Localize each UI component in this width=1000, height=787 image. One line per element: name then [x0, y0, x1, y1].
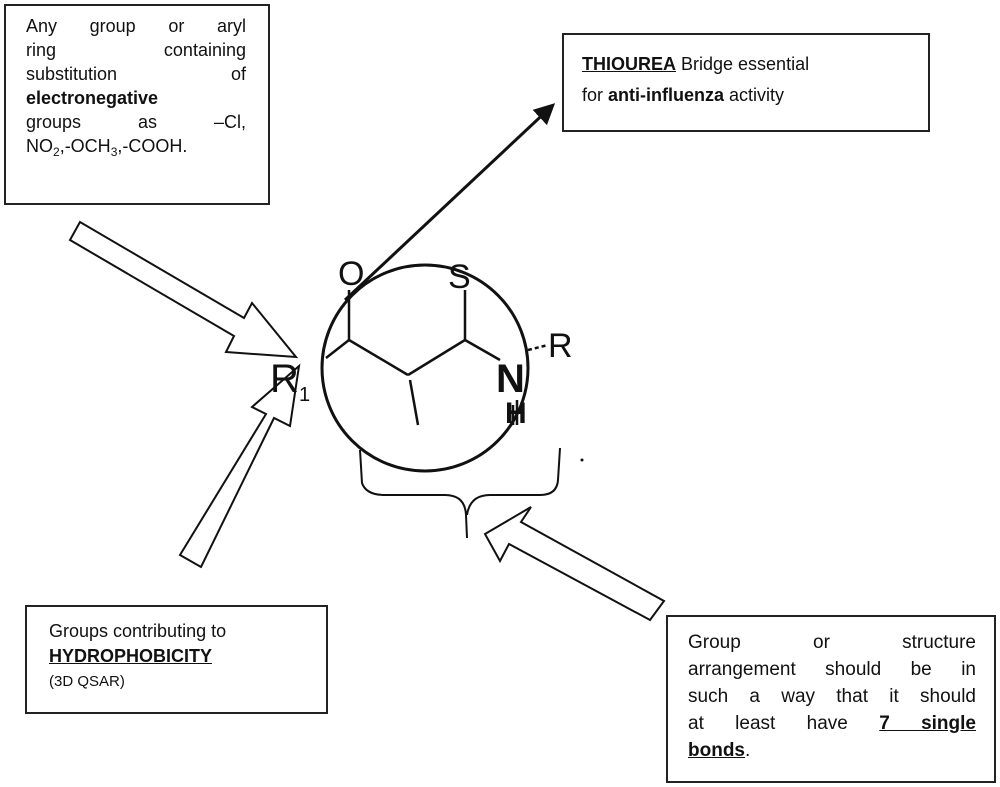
seven-single-keyword: 7 single	[879, 713, 976, 734]
thiourea-line-1: THIOUREA Bridge essential	[582, 54, 810, 74]
hydro-line-3: (3D QSAR)	[49, 673, 125, 690]
bonds-line-3: such a way that it should	[688, 686, 976, 707]
molecule-bonds	[325, 290, 549, 426]
r-group-label: R	[548, 327, 573, 365]
bonds-brace	[359, 447, 561, 539]
hydrogen-atom: H	[505, 397, 527, 430]
bonds-keyword: bonds	[688, 740, 745, 761]
aryl-line-1: Any group or aryl	[26, 16, 246, 36]
thiourea-bridge-circle	[320, 263, 530, 473]
single-bonds-box: Group or structure arrangement should be…	[666, 615, 996, 783]
hydrophobicity-box: Groups contributing to HYDROPHOBICITY (3…	[25, 605, 328, 714]
thiourea-pointer-arrow	[343, 103, 556, 302]
aryl-line-electronegative: electronegative	[26, 88, 159, 108]
bonds-line-2: arrangement should be in	[688, 659, 976, 680]
nitrogen-atom: N	[496, 357, 525, 401]
hydro-hollow-arrow	[178, 363, 301, 569]
stray-dot	[580, 458, 584, 462]
aryl-line-6: NO2,-OCH3,-COOH.	[26, 136, 188, 159]
thiourea-line-2: for anti-influenza activity	[582, 85, 785, 105]
hydrophobicity-keyword: HYDROPHOBICITY	[49, 646, 213, 666]
bonds-hollow-arrow	[483, 506, 666, 622]
aryl-line-3: substitution of	[26, 64, 246, 84]
aryl-hollow-arrow	[68, 220, 299, 359]
bonds-line-1: Group or structure	[688, 632, 976, 653]
thiourea-keyword: THIOUREA	[582, 54, 676, 74]
aryl-line-5: groups as –Cl,	[26, 112, 246, 132]
bonds-line-5: bonds.	[688, 740, 751, 761]
oxygen-atom: O	[338, 255, 364, 293]
hydro-line-1: Groups contributing to	[49, 621, 227, 641]
r1-subscript: 1	[299, 384, 310, 406]
thiourea-bridge-box: THIOUREA Bridge essential for anti-influ…	[562, 33, 930, 132]
sulfur-atom: S	[448, 258, 471, 296]
electronegative-groups-box: Any group or aryl ring containing substi…	[4, 4, 270, 205]
bonds-line-4: at least have 7 single	[688, 713, 976, 734]
aryl-line-2: ring containing	[26, 40, 246, 60]
r1-group-label: R	[270, 357, 299, 401]
anti-influenza-keyword: anti-influenza	[608, 85, 725, 105]
